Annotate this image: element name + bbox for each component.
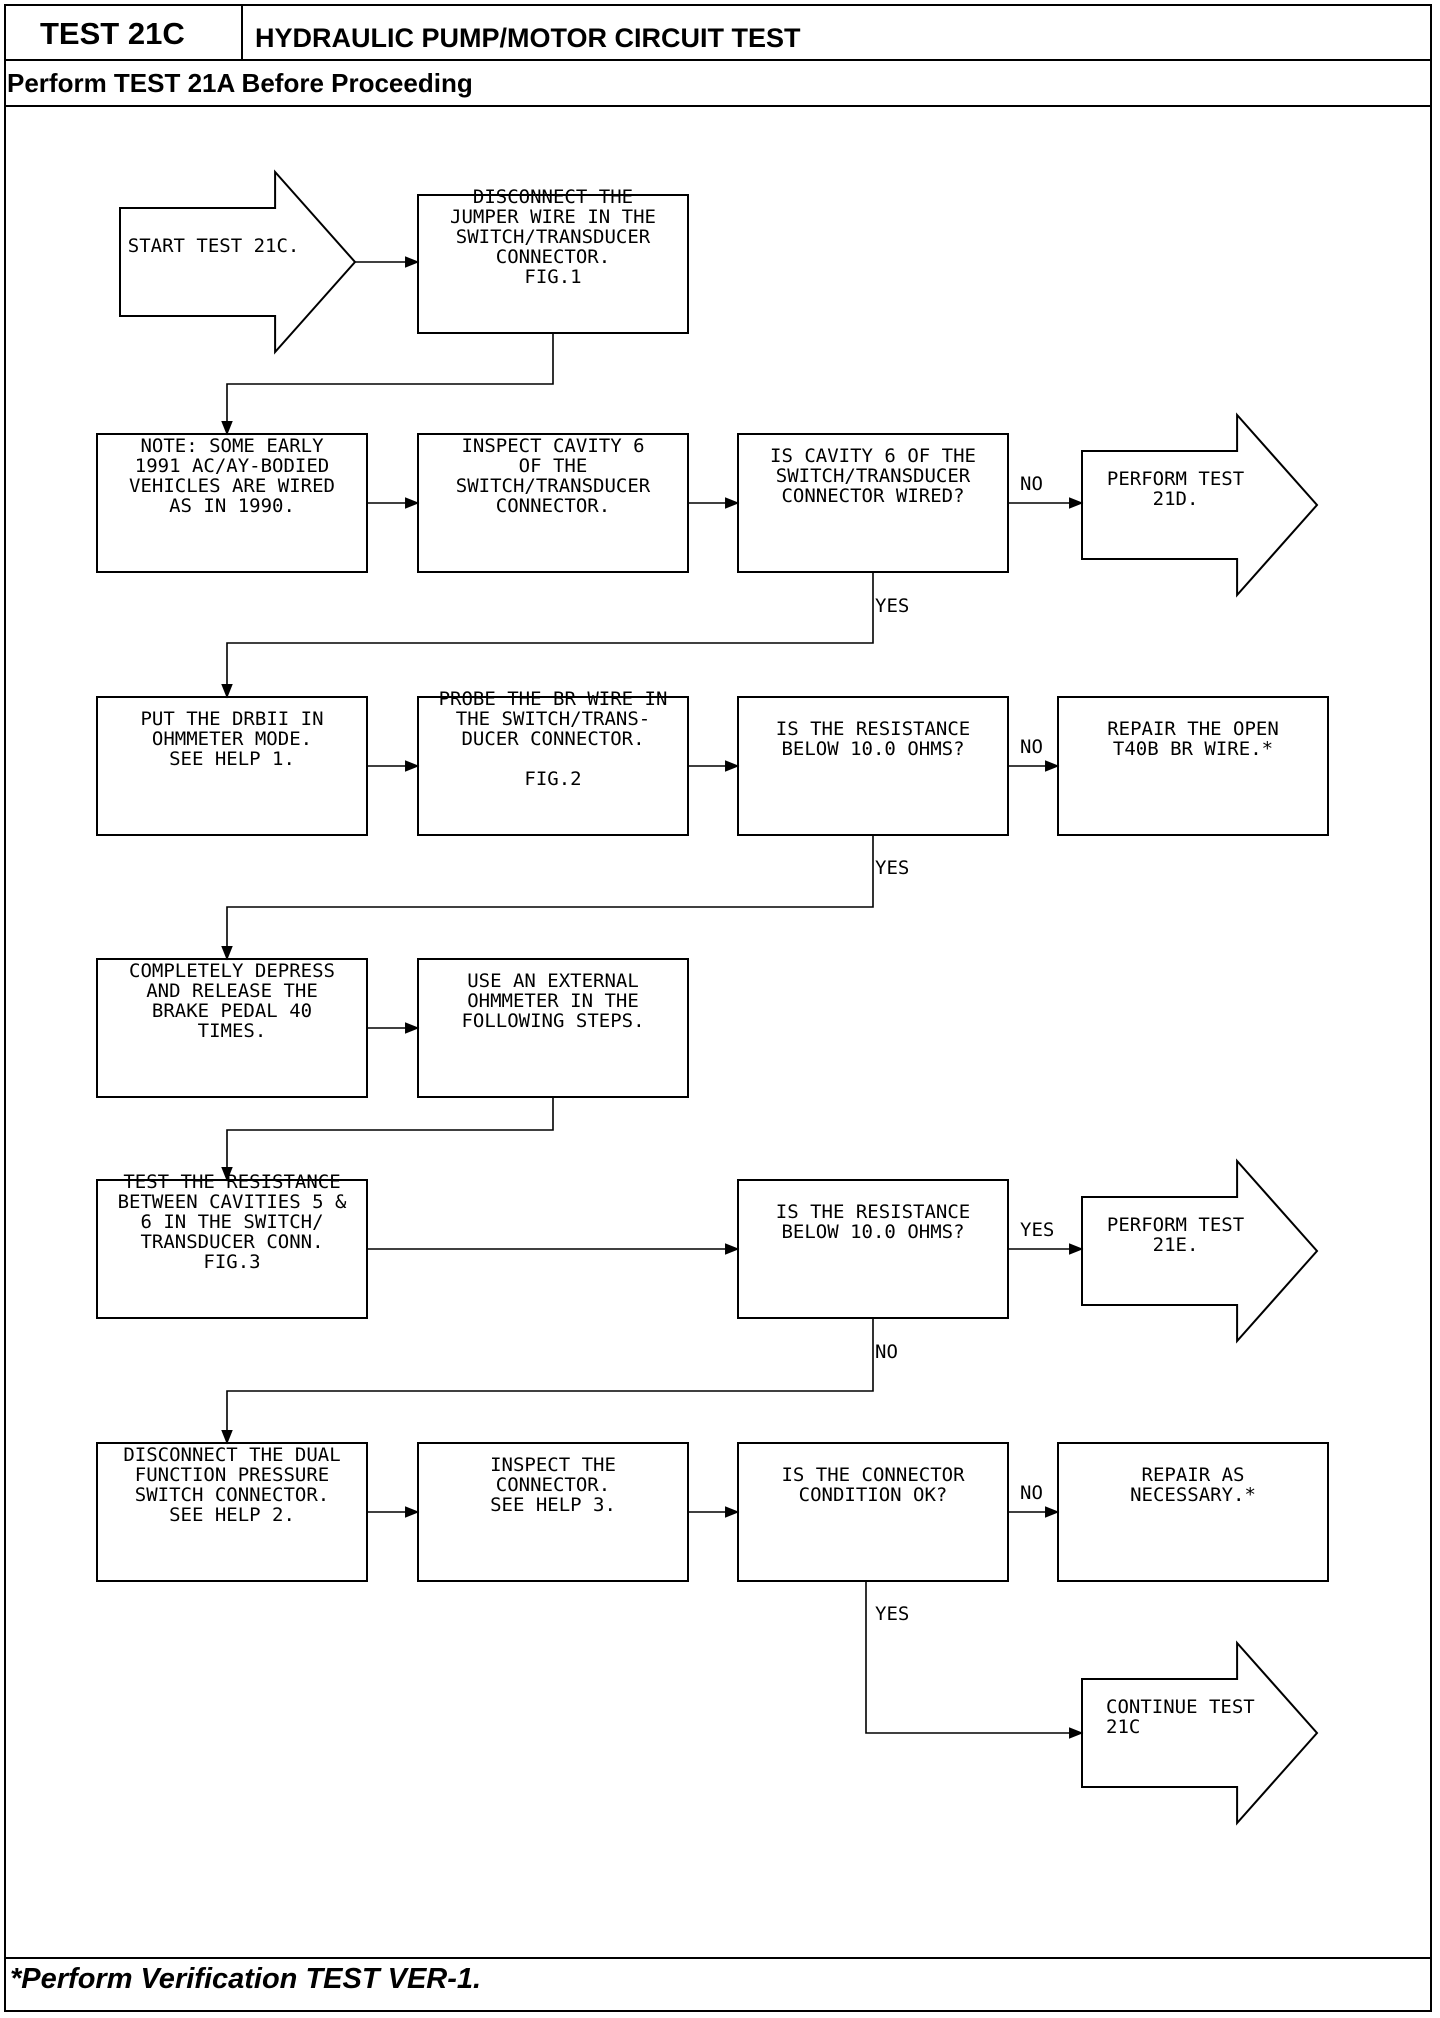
connector-6 bbox=[221, 572, 874, 699]
test-title: HYDRAULIC PUMP/MOTOR CIRCUIT TEST bbox=[255, 23, 801, 53]
step-box-probe-br bbox=[417, 696, 689, 836]
connector-19 bbox=[865, 1581, 1084, 1739]
connector-10 bbox=[221, 835, 874, 961]
branch-label-no-4: NO bbox=[1020, 1482, 1043, 1504]
header-rules bbox=[4, 4, 1432, 1959]
step-box-note-early bbox=[96, 433, 368, 573]
step-box-q-conn-ok bbox=[737, 1442, 1009, 1582]
step-box-drbii bbox=[96, 696, 368, 836]
step-box-test-cavities bbox=[96, 1179, 368, 1319]
terminal-arrow-start bbox=[119, 169, 357, 355]
branch-label-no-3: NO bbox=[875, 1341, 898, 1363]
page-frame bbox=[4, 4, 1432, 2012]
step-box-disconnect-dual bbox=[96, 1442, 368, 1582]
step-box-disconnect-jumper bbox=[417, 194, 689, 334]
terminal-arrow-continue-21c bbox=[1081, 1640, 1319, 1826]
verification-note: *Perform Verification TEST VER-1. bbox=[10, 1963, 482, 1995]
branch-label-yes-4: YES bbox=[875, 1603, 909, 1625]
branch-label-no-1: NO bbox=[1020, 473, 1043, 495]
step-text-start: START TEST 21C. bbox=[128, 235, 300, 257]
step-box-external-ohm bbox=[417, 958, 689, 1098]
branch-label-yes-1: YES bbox=[875, 595, 909, 617]
connector-15 bbox=[221, 1318, 874, 1445]
terminal-arrow-perform-21e bbox=[1081, 1158, 1319, 1344]
step-box-depress bbox=[96, 958, 368, 1098]
connector-2 bbox=[221, 333, 554, 436]
terminal-arrow-perform-21d bbox=[1081, 412, 1319, 598]
step-box-inspect-cavity bbox=[417, 433, 689, 573]
branch-label-yes-2: YES bbox=[875, 857, 909, 879]
connector-12 bbox=[221, 1097, 554, 1182]
step-box-repair-open bbox=[1057, 696, 1329, 836]
branch-label-no-2: NO bbox=[1020, 736, 1043, 758]
test-id: TEST 21C bbox=[40, 16, 185, 51]
branch-label-yes-3: YES bbox=[1020, 1219, 1054, 1241]
step-box-repair-nec bbox=[1057, 1442, 1329, 1582]
prerequisite-note: Perform TEST 21A Before Proceeding bbox=[7, 68, 473, 98]
